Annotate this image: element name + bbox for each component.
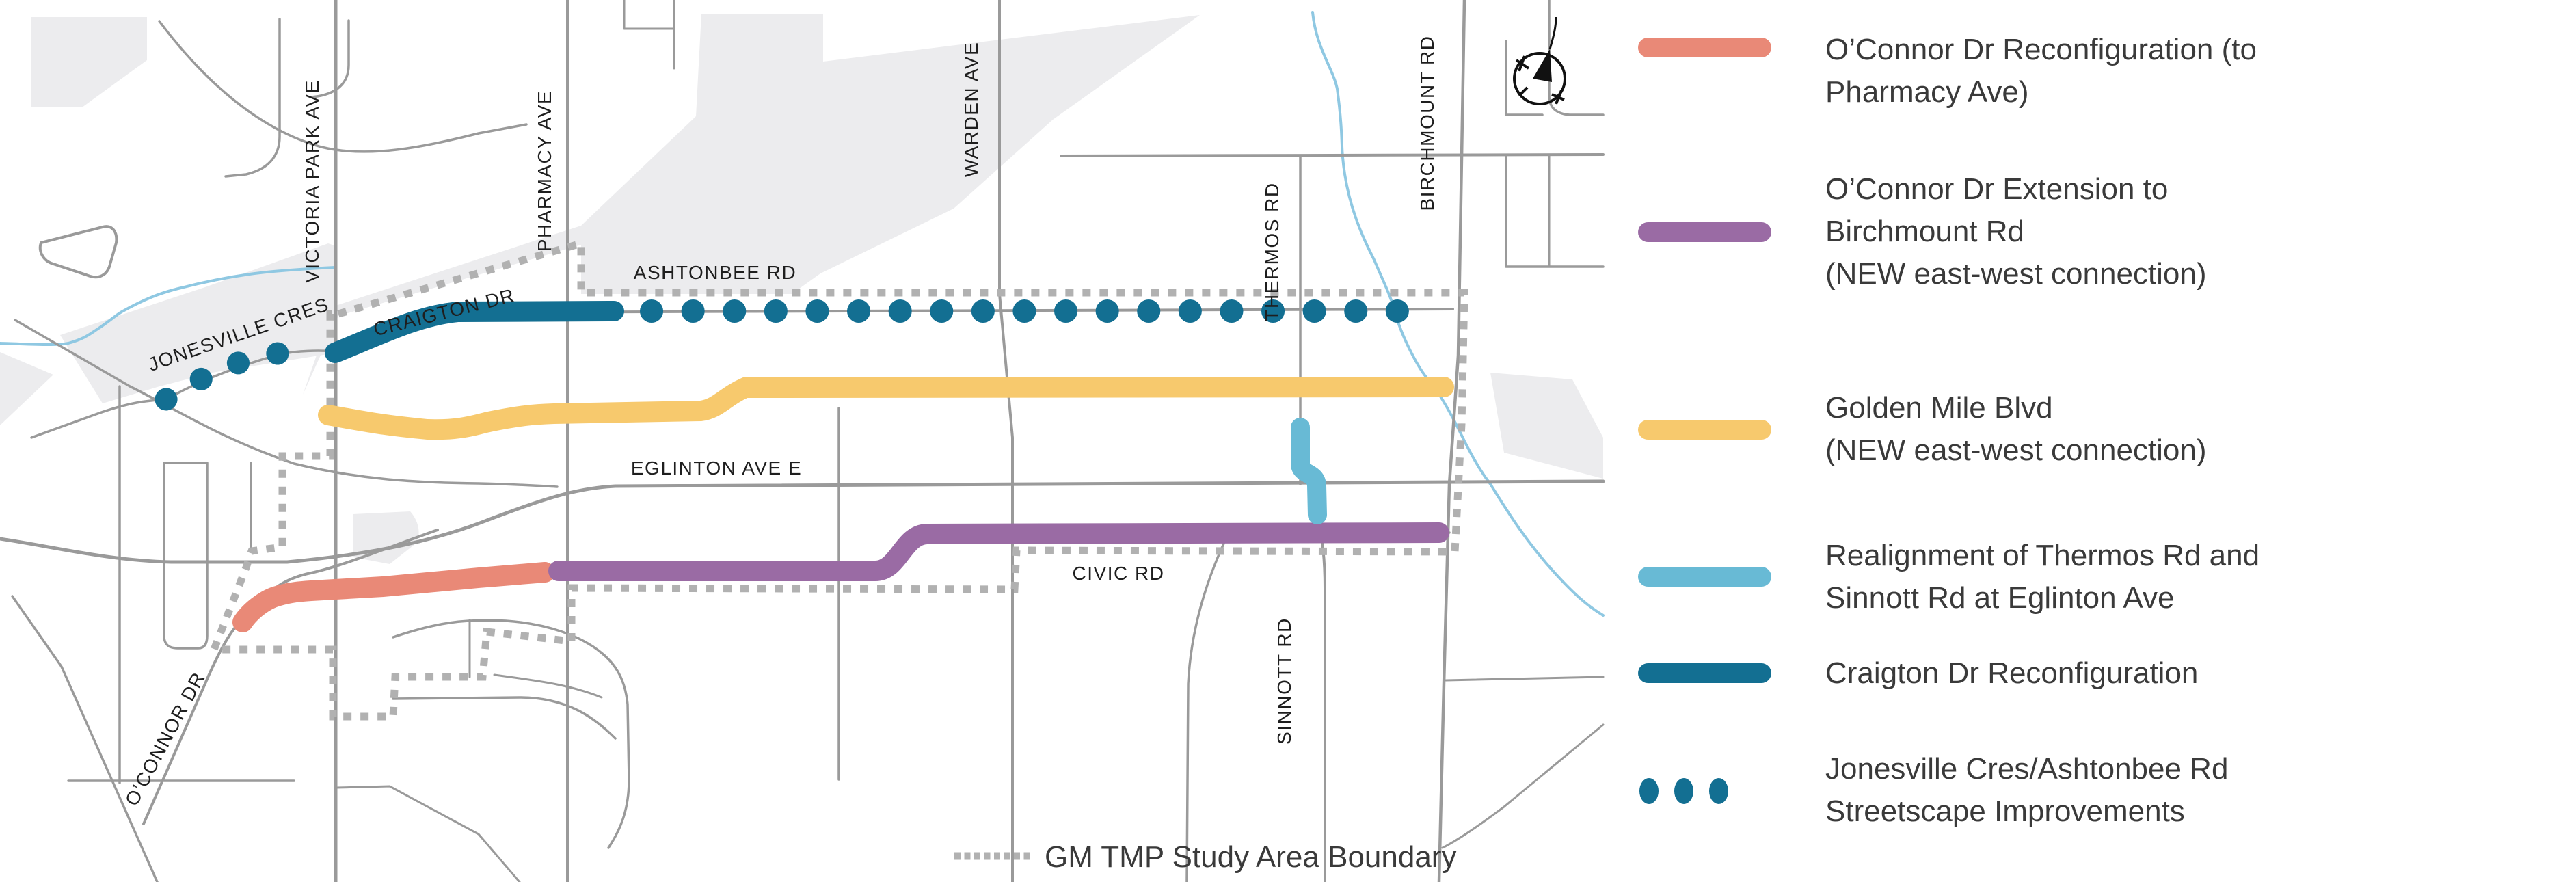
label-birchmount: BIRCHMOUNT RD [1417,36,1438,211]
road-se-curve [1185,542,1225,882]
shade-top-left [31,17,147,107]
road-sc-curve [392,619,630,849]
route-jonesville-dots [155,338,328,411]
road-birchmount [1437,0,1466,882]
route-oconnor-reconfiguration [232,562,555,632]
purple-line-swatch [1638,222,1771,242]
shade-rail-corridor [303,14,1200,395]
yellow-line-swatch [1638,420,1771,440]
creeks [0,11,1605,617]
route-oconnor-extension [548,522,1449,581]
shade-east-blob [1490,373,1603,479]
label-warden: WARDEN AVE [961,42,982,178]
legend-line: Jonesville Cres/Ashtonbee Rd [1825,752,2229,786]
legend-item-label: O’Connor Dr Reconfiguration (to Pharmacy… [1825,29,2257,113]
road-sw-loop [163,462,209,650]
road-sc-branch [493,673,603,699]
legend-item-label: Jonesville Cres/Ashtonbee Rd Streetscape… [1825,748,2228,833]
legend-line: Craigton Dr Reconfiguration [1825,656,2199,690]
creek-east [1311,11,1605,617]
road-n-stub-1 [623,0,675,30]
road-jonesville [30,349,337,439]
boundary-legend: GM TMP Study Area Boundary [954,840,1456,874]
label-oconnor: O’CONNOR DR [121,668,209,809]
road-north-horizontal [1060,153,1605,157]
road-nw-curve [158,20,528,153]
route-craigton-reconfiguration [325,301,624,363]
map: VICTORIA PARK AVE PHARMACY AVE WARDEN AV… [0,0,1605,882]
legend-line: Sinnott Rd at Eglinton Ave [1825,581,2175,615]
legend-line: Pharmacy Ave) [1825,75,2029,109]
cyan-line-swatch [1638,567,1771,587]
road-eglinton [0,479,1605,564]
legend-line: O’Connor Dr Extension to [1825,172,2169,206]
road-ne-rect [1505,155,1605,268]
label-sinnott: SINNOTT RD [1274,617,1295,745]
road-sc-bottom-1 [336,785,521,882]
shade-jonesville-band [60,243,336,403]
road-nw-stub-1 [224,18,281,178]
road-warden [998,0,1014,882]
route-thermos-sinnott-realignment [1291,418,1327,524]
legend-line: Golden Mile Blvd [1825,391,2053,425]
shade-west-wedge [0,352,53,425]
teal-dots-swatch [1639,778,1728,804]
road-sinnott [1316,513,1326,882]
road-oconnor [142,529,439,825]
boundary-legend-label: GM TMP Study Area Boundary [1045,840,1456,874]
legend-item-label: Golden Mile Blvd (NEW east-west connecti… [1825,387,2207,472]
road-sw-diagonal [11,595,159,882]
legend-line: Realignment of Thermos Rd and [1825,539,2260,572]
label-civic: CIVIC RD [1073,563,1165,584]
legend-line: Birchmount Rd [1825,215,2025,248]
label-thermos: THERMOS RD [1261,182,1283,321]
legend-line: (NEW east-west connection) [1825,257,2207,291]
label-pharmacy: PHARMACY AVE [534,90,555,252]
north-arrow-icon [1513,16,1566,105]
label-eglinton: EGLINTON AVE E [631,457,802,479]
route-golden-mile-blvd [318,377,1454,440]
legend-line: Streetscape Improvements [1825,794,2185,828]
legend-line: (NEW east-west connection) [1825,433,2207,467]
salmon-line-swatch [1638,38,1771,57]
legend-item-label: O’Connor Dr Extension to Birchmount Rd (… [1825,168,2207,295]
road-se-horizontal [1445,676,1605,682]
label-ashtonbee: ASHTONBEE RD [634,262,796,283]
legend-line: O’Connor Dr Reconfiguration (to [1825,33,2257,66]
legend-item-label: Realignment of Thermos Rd and Sinnott Rd… [1825,535,2259,619]
road-collector-nw [14,319,559,488]
road-ne-stub-2 [1548,0,1605,116]
legend-item-label: Craigton Dr Reconfiguration [1825,652,2198,695]
creek-west [0,266,336,347]
legend: O’Connor Dr Reconfiguration (to Pharmacy… [1635,0,2576,882]
road-nw-loop [38,225,118,279]
shaded-areas [0,14,1603,564]
teal-line-swatch [1638,663,1771,683]
label-victoria-park: VICTORIA PARK AVE [301,79,323,283]
road-se-diagonal [1441,723,1605,849]
road-nw-stub-2 [310,19,350,98]
road-sc-horizontal [392,696,617,740]
road-ne-stub-1 [1505,40,1544,116]
